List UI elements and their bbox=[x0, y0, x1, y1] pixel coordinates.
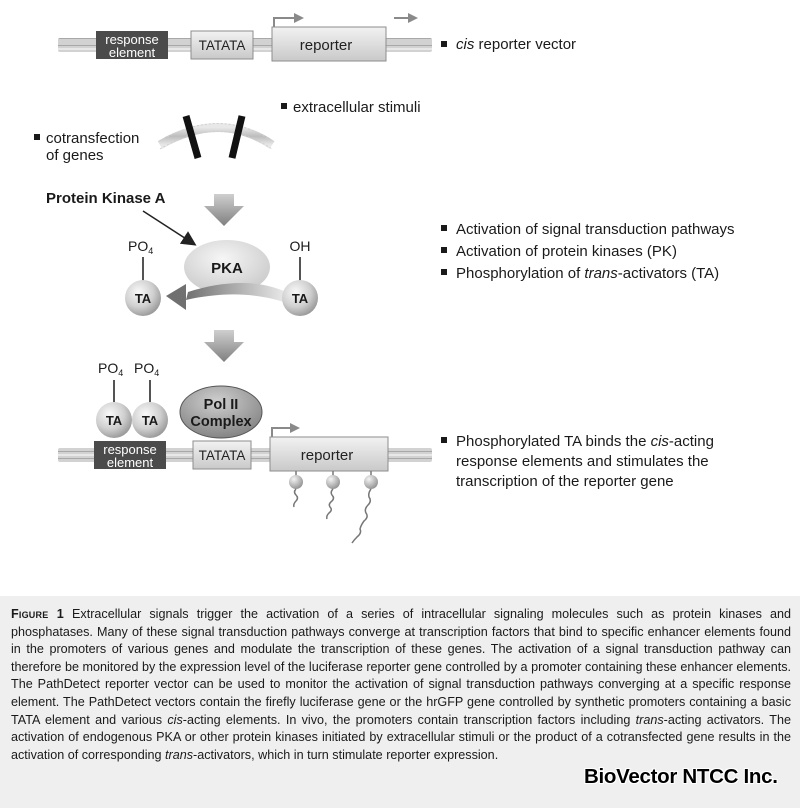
ta-activator-bound bbox=[96, 402, 132, 438]
bullet-square bbox=[441, 225, 447, 231]
ta-activator-phosphorylated bbox=[125, 280, 161, 316]
bottom-vector: response element TATATA reporter TA TA P… bbox=[58, 360, 432, 544]
caption-italic: trans bbox=[165, 747, 194, 762]
po4-label: PO4 bbox=[98, 360, 123, 378]
caption-italic: cis bbox=[167, 712, 183, 727]
protein-kinase-a-label: Protein Kinase A bbox=[46, 190, 166, 207]
phosphorylation-curve-arrowhead bbox=[166, 284, 186, 310]
transcription-start-arrowhead bbox=[290, 423, 300, 433]
cotransfection-label: cotransfection bbox=[46, 130, 139, 147]
rna-polymerase bbox=[364, 475, 378, 489]
bullet-square bbox=[281, 103, 287, 109]
ta-activator-bound bbox=[132, 402, 168, 438]
tatata-box bbox=[190, 30, 254, 60]
transcription-start-arrow bbox=[273, 17, 296, 27]
rna-polymerase bbox=[289, 475, 303, 489]
bullet-text: Activation of signal transduction pathwa… bbox=[456, 221, 735, 238]
membrane-receptor bbox=[182, 115, 202, 159]
transcription-arrowhead-right bbox=[408, 13, 418, 23]
membrane-receptor bbox=[228, 115, 246, 159]
down-arrow bbox=[204, 330, 244, 362]
rna-polymerase bbox=[326, 475, 340, 489]
pol-ii-complex-label: Complex bbox=[190, 414, 251, 430]
cell-membrane bbox=[157, 115, 275, 159]
bullet-text: response elements and stimulates the bbox=[456, 453, 709, 470]
extracellular-stimuli-label: extracellular stimuli bbox=[293, 99, 421, 116]
down-arrow bbox=[204, 194, 244, 226]
bullet-square bbox=[441, 437, 447, 443]
pka-pointer-arrow bbox=[142, 210, 197, 246]
membrane-arc bbox=[157, 123, 275, 149]
watermark: BioVector NTCC Inc. bbox=[584, 765, 778, 788]
membrane-arc-edge bbox=[159, 131, 273, 150]
transcription-start-arrowhead bbox=[294, 13, 304, 23]
cis-reporter-vector-label: cis reporter vector bbox=[456, 36, 576, 53]
phosphorylation-curve-arrow bbox=[186, 283, 290, 304]
bullet-square bbox=[34, 134, 40, 140]
response-element-box bbox=[94, 441, 166, 469]
reporter-label: reporter bbox=[300, 37, 353, 54]
caption-text: -acting activators. The activation of en… bbox=[11, 712, 791, 762]
bullet-text: Phosphorylation of trans-activators (TA) bbox=[456, 265, 719, 282]
tatata-label: TATATA bbox=[199, 448, 246, 463]
pka-label: PKA bbox=[211, 260, 243, 277]
mrna-transcript bbox=[326, 488, 335, 520]
figure-label: Figure 1 bbox=[11, 607, 64, 621]
response-element-label: element bbox=[107, 455, 154, 470]
figure-caption: Figure 1 Extracellular signals trigger t… bbox=[11, 606, 791, 764]
response-element-label: response bbox=[105, 32, 158, 47]
transcription-start-arrow bbox=[271, 427, 292, 437]
ta-label: TA bbox=[135, 291, 152, 306]
bullet-text: Phosphorylated TA binds the cis-acting bbox=[456, 433, 714, 450]
caption-text: Extracellular signals trigger the activa… bbox=[11, 607, 791, 727]
pol-ii-complex bbox=[179, 385, 263, 439]
caption-italic: trans bbox=[635, 712, 664, 727]
caption-background bbox=[0, 596, 800, 808]
bullet-text: Activation of protein kinases (PK) bbox=[456, 243, 677, 260]
tatata-label: TATATA bbox=[199, 38, 246, 53]
mrna-transcript bbox=[351, 488, 372, 544]
pka-enzyme bbox=[184, 240, 270, 294]
oh-label: OH bbox=[290, 238, 311, 254]
reporter-box bbox=[269, 436, 389, 472]
po4-label: PO4 bbox=[128, 238, 153, 256]
signal-transduction-diagram: response element TATATA reporter cis rep… bbox=[34, 13, 735, 544]
response-element-label: element bbox=[109, 45, 156, 60]
caption-text: -acting elements. In vivo, the promoters… bbox=[182, 712, 636, 727]
middle-bullets: Activation of signal transduction pathwa… bbox=[441, 221, 735, 282]
bottom-bullet: Phosphorylated TA binds the cis-acting r… bbox=[441, 433, 714, 490]
po4-label: PO4 bbox=[134, 360, 159, 378]
tatata-box bbox=[192, 440, 252, 470]
bullet-square bbox=[441, 247, 447, 253]
ta-label: TA bbox=[142, 413, 159, 428]
bullet-square bbox=[441, 41, 447, 47]
ta-label: TA bbox=[292, 291, 309, 306]
caption-text: -activators, which in turn stimulate rep… bbox=[193, 747, 499, 762]
ta-label: TA bbox=[106, 413, 123, 428]
mrna-transcript bbox=[293, 488, 299, 508]
ta-activator-unphosphorylated bbox=[282, 280, 318, 316]
top-vector: response element TATATA reporter cis rep… bbox=[58, 13, 576, 62]
reporter-label: reporter bbox=[301, 447, 354, 464]
response-element-label: response bbox=[103, 442, 156, 457]
bullet-text: transcription of the reporter gene bbox=[456, 473, 674, 490]
bullet-square bbox=[441, 269, 447, 275]
pol-ii-complex-label: Pol II bbox=[204, 397, 239, 413]
membrane-arc-edge bbox=[159, 123, 273, 142]
reporter-box bbox=[271, 26, 387, 62]
cotransfection-label: of genes bbox=[46, 147, 104, 164]
response-element-box bbox=[96, 31, 168, 59]
